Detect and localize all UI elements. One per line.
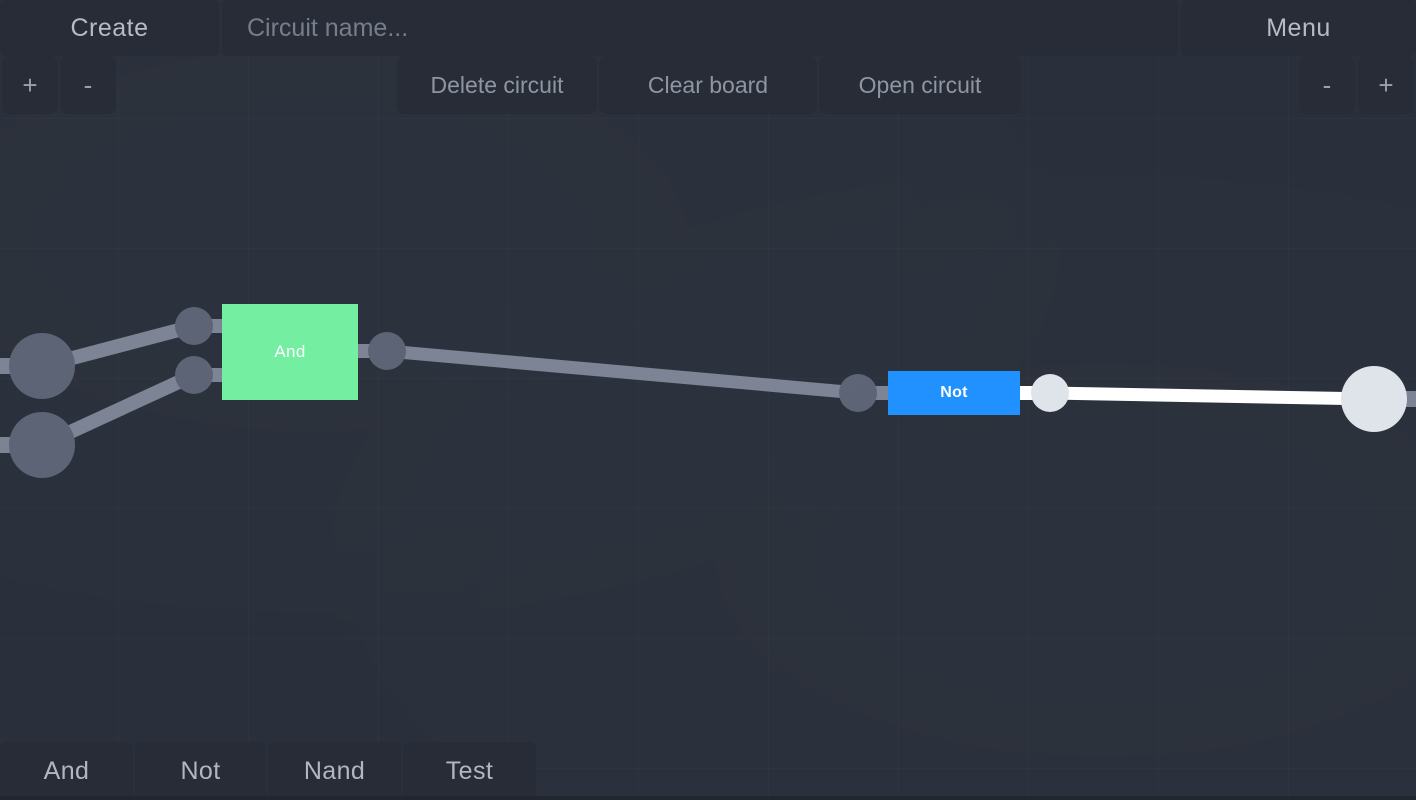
clear-board-button[interactable]: Clear board (599, 56, 817, 114)
zoom-out-right-button[interactable]: - (1299, 56, 1355, 114)
menu-button[interactable]: Menu (1181, 0, 1416, 56)
wire[interactable] (386, 344, 859, 400)
top-bar: Create Menu (0, 0, 1416, 56)
palette-button-not[interactable]: Not (135, 742, 266, 800)
palette-button-and[interactable]: And (0, 742, 133, 800)
circuit-node[interactable] (368, 332, 406, 370)
circuit-node[interactable] (175, 356, 213, 394)
circuit-node[interactable] (1341, 366, 1407, 432)
palette-button-nand[interactable]: Nand (268, 742, 401, 800)
circuit-node[interactable] (1031, 374, 1069, 412)
circuit-name-input[interactable] (222, 0, 1178, 56)
open-circuit-button[interactable]: Open circuit (819, 56, 1021, 114)
circuit-node[interactable] (175, 307, 213, 345)
zoom-in-right-button[interactable]: + (1358, 56, 1414, 114)
palette-button-test[interactable]: Test (403, 742, 536, 800)
tool-row: + - Delete circuit Clear board Open circ… (0, 56, 1416, 114)
create-button[interactable]: Create (0, 0, 219, 56)
delete-circuit-button[interactable]: Delete circuit (397, 56, 597, 114)
gate-and[interactable]: And (222, 304, 358, 400)
zoom-out-left-button[interactable]: - (60, 56, 116, 114)
gate-not[interactable]: Not (888, 371, 1020, 415)
wire[interactable] (1049, 386, 1375, 406)
circuit-node[interactable] (9, 333, 75, 399)
circuit-node[interactable] (9, 412, 75, 478)
zoom-in-left-button[interactable]: + (2, 56, 58, 114)
circuit-node[interactable] (839, 374, 877, 412)
